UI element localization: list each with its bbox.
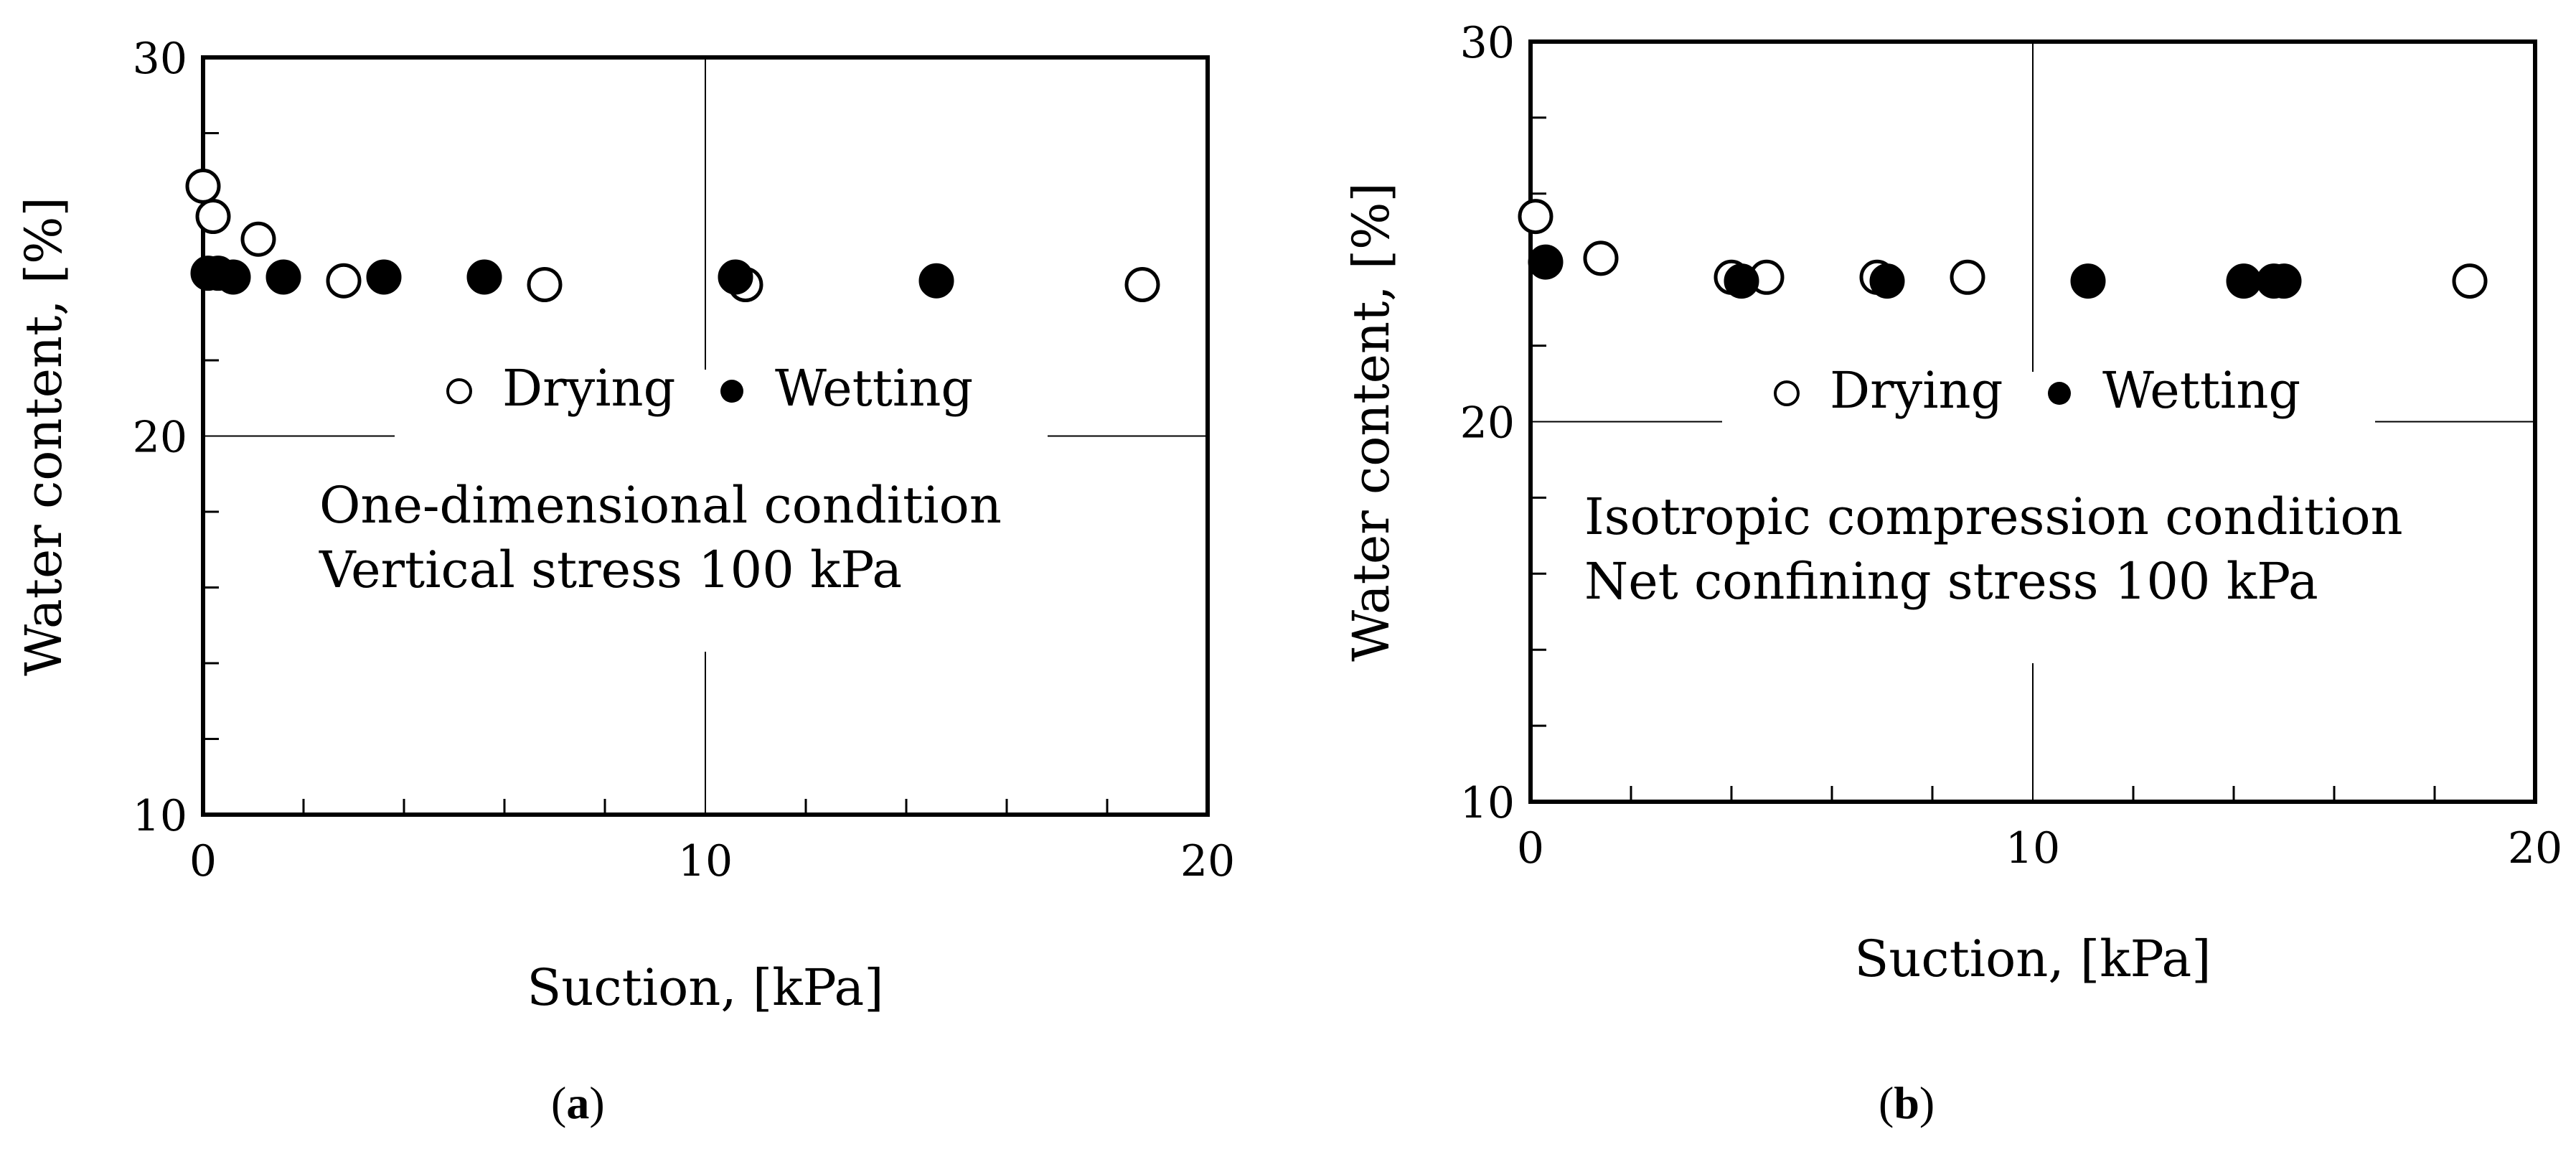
plot-frame [1528, 39, 2537, 804]
y-tick-label: 10 [1460, 778, 1515, 828]
data-point-wetting [265, 259, 301, 295]
plot-frame [201, 55, 1210, 817]
y-axis-label: Water content, [%] [14, 197, 73, 676]
legend-label-wetting: Wetting [775, 359, 973, 418]
data-point-wetting [466, 259, 502, 295]
panel-label-a: (a) [551, 1077, 605, 1128]
data-point-drying [185, 168, 221, 204]
y-tick-label: 30 [133, 34, 187, 84]
y-tick-label: 20 [133, 413, 187, 463]
y-tick-label: 20 [1460, 398, 1515, 449]
x-axis-label: Suction, [kPa] [1854, 929, 2211, 988]
data-point-wetting [2266, 263, 2302, 299]
y-tick-label: 30 [1460, 18, 1515, 68]
x-axis-label: Suction, [kPa] [527, 958, 883, 1017]
data-point-wetting [718, 259, 753, 295]
data-point-drying [527, 267, 563, 302]
x-tick-label: 20 [1180, 836, 1235, 886]
data-point-drying [2452, 263, 2488, 299]
data-point-wetting [1528, 244, 1564, 280]
x-tick-label: 0 [189, 836, 217, 886]
x-tick-label: 10 [2006, 823, 2060, 874]
legend-marker-drying [1774, 380, 1800, 406]
data-point-drying [1124, 267, 1160, 302]
data-point-wetting [918, 263, 954, 299]
data-point-drying [1950, 259, 1985, 295]
condition-annotation: Vertical stress 100 kPa [319, 540, 902, 599]
legend-label-wetting: Wetting [2102, 361, 2300, 420]
condition-annotation: Net confining stress 100 kPa [1584, 552, 2318, 611]
y-tick-label: 10 [133, 791, 187, 841]
x-tick-label: 0 [1517, 823, 1544, 874]
panel-label-b: (b) [1879, 1077, 1935, 1128]
legend-label-drying: Drying [502, 359, 675, 418]
data-point-drying [195, 199, 231, 235]
x-tick-label: 20 [2508, 823, 2562, 874]
data-point-wetting [215, 259, 251, 295]
x-tick-label: 10 [678, 836, 733, 886]
data-point-wetting [2070, 263, 2106, 299]
condition-annotation: Isotropic compression condition [1584, 487, 2403, 546]
data-point-wetting [1724, 263, 1759, 299]
data-point-drying [1518, 199, 1553, 235]
data-point-wetting [1869, 263, 1905, 299]
legend-label-drying: Drying [1830, 361, 2003, 420]
legend-marker-wetting [720, 380, 743, 403]
data-point-drying [326, 263, 362, 299]
condition-annotation: One-dimensional condition [319, 476, 1002, 535]
data-point-drying [240, 221, 276, 257]
legend-marker-drying [446, 378, 472, 404]
data-point-wetting [2226, 263, 2262, 299]
legend-marker-wetting [2048, 382, 2071, 405]
y-axis-label: Water content, [%] [1342, 182, 1401, 662]
data-point-drying [1583, 240, 1619, 276]
data-point-wetting [366, 259, 402, 295]
